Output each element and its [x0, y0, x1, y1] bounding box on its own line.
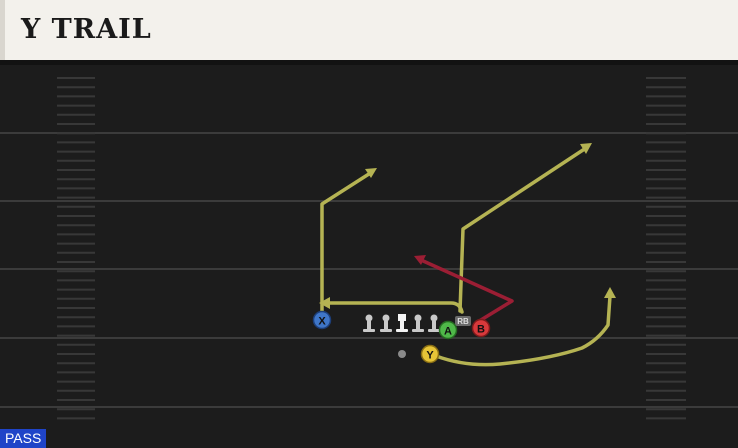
svg-text:Y: Y [426, 350, 434, 362]
y-wheel-route [434, 294, 612, 367]
play-type-badge: PASS [0, 429, 47, 448]
play-field: RB X A B Y [0, 60, 738, 448]
b-read-route-arrowhead [414, 255, 426, 265]
x-button-icon[interactable]: X [312, 310, 332, 330]
center-icon [396, 314, 408, 332]
field-top-shadow [0, 60, 738, 65]
svg-text:RB: RB [457, 317, 469, 326]
svg-text:X: X [318, 316, 326, 328]
svg-text:B: B [477, 324, 485, 336]
lineman-icon [380, 314, 392, 332]
x-route-arrowhead [365, 168, 377, 178]
lineman-icon [428, 314, 440, 332]
b-button-icon[interactable]: B [471, 318, 491, 338]
right-hash-marks [646, 77, 686, 420]
field-background [0, 60, 738, 448]
b-read-route [419, 258, 514, 325]
play-title-bar: Y TRAIL [0, 0, 738, 60]
left-hash-marks [57, 77, 95, 420]
yard-lines [0, 132, 738, 408]
lineman-icon [412, 314, 424, 332]
rb-tag: RB [455, 316, 471, 326]
a-button-icon[interactable]: A [438, 320, 458, 340]
b-post-route [458, 146, 588, 313]
crossing-route-arrowhead [319, 297, 330, 309]
svg-text:A: A [444, 326, 452, 338]
b-post-route-arrowhead [580, 143, 592, 154]
lineman-icon [363, 314, 375, 332]
x-route [320, 170, 374, 314]
y-wheel-route-arrowhead [604, 287, 616, 298]
crossing-route [325, 301, 464, 314]
y-button-icon[interactable]: Y [420, 344, 440, 364]
offensive-line [363, 314, 440, 332]
play-name: Y TRAIL [21, 14, 152, 45]
quarterback-marker [398, 350, 406, 358]
